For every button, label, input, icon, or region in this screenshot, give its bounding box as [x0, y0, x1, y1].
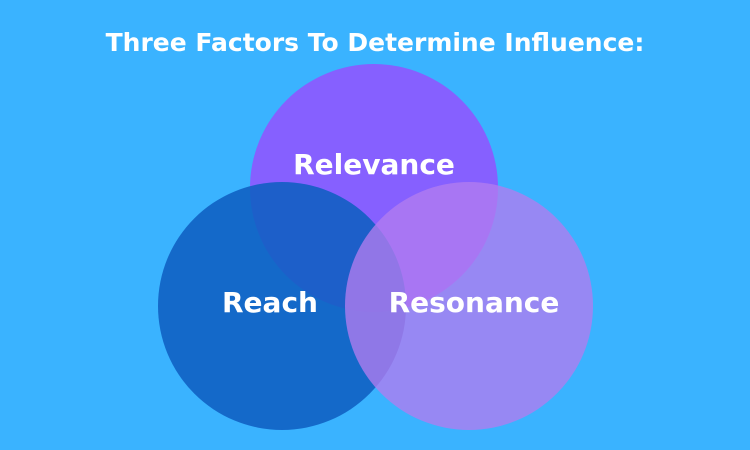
relevance-label: Relevance: [293, 148, 455, 181]
resonance-label: Resonance: [389, 286, 560, 319]
reach-circle: [158, 182, 406, 430]
reach-label: Reach: [222, 286, 318, 319]
page-title: Three Factors To Determine Influence:: [105, 28, 645, 57]
resonance-circle: [345, 182, 593, 430]
